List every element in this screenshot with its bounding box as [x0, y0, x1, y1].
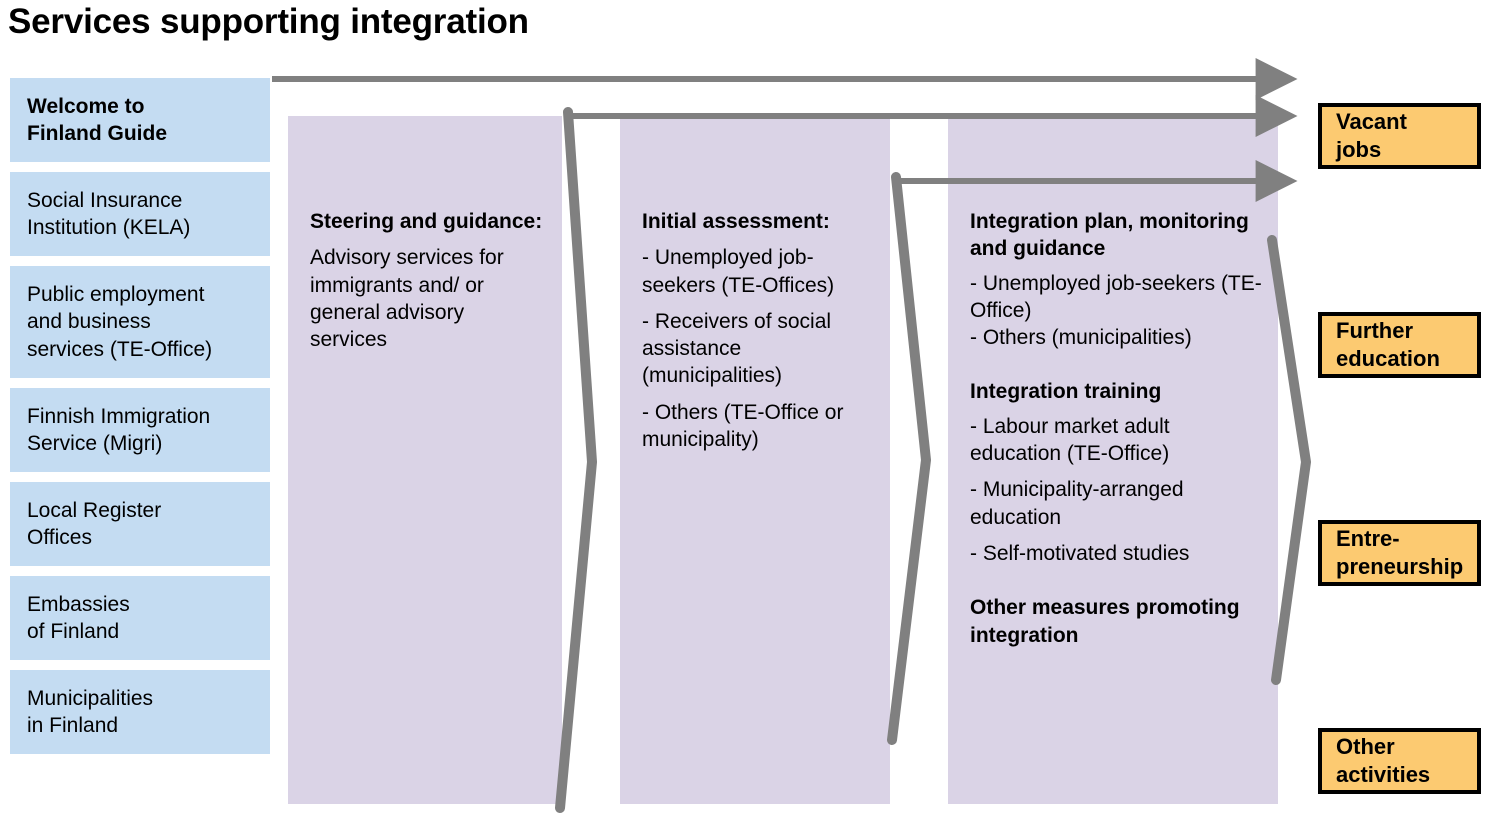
actor-line: Finnish Immigration	[27, 404, 211, 428]
actor-line: Public employment	[27, 282, 205, 306]
outcome-box-vacant-jobs[interactable]: Vacant jobs	[1318, 103, 1481, 169]
outcome-line: Further	[1336, 317, 1413, 343]
actor-line: Institution (KELA)	[27, 216, 191, 239]
page-title: Services supporting integration	[8, 2, 529, 41]
outcome-line: activities	[1336, 762, 1431, 787]
process-column-steering-and-guidance[interactable]: Steering and guidance: Advisory services…	[288, 116, 562, 804]
outcome-line: jobs	[1336, 137, 1382, 162]
actor-line: Welcome to	[27, 94, 145, 118]
actor-line: in Finland	[27, 714, 119, 737]
process-column-subheading: Other measures promoting integration	[970, 596, 1240, 647]
outcome-line: Vacant	[1336, 108, 1407, 134]
process-column-heading: Integration plan, monitoring and guidanc…	[970, 210, 1249, 261]
process-column-integration-plan[interactable]: Integration plan, monitoring and guidanc…	[948, 116, 1278, 804]
outcome-line: Other	[1336, 733, 1395, 759]
outcome-box-further-education[interactable]: Further education	[1318, 312, 1481, 378]
process-column-paragraph: - Unemployed job-seekers (TE-Offices)	[642, 246, 835, 297]
process-column-paragraph: - Labour market adult education (TE-Offi…	[970, 414, 1170, 466]
actor-list: Welcome to Finland Guide Social Insuranc…	[10, 78, 270, 764]
process-column-paragraph: - Unemployed job-seekers (TE-Office)	[970, 271, 1262, 322]
outcome-line: preneurship	[1336, 554, 1464, 579]
process-column-paragraph: - Self-motivated studies	[970, 541, 1190, 565]
outcome-box-other-activities[interactable]: Other activities	[1318, 728, 1481, 794]
actor-box-social-insurance-institution[interactable]: Social Insurance Institution (KELA)	[10, 172, 270, 256]
chevron-divider-2	[887, 172, 931, 745]
process-column-paragraph: - Receivers of social assistance (munici…	[642, 309, 832, 388]
process-column-paragraph: - Others (municipalities)	[970, 326, 1192, 350]
actor-box-finnish-immigration-service[interactable]: Finnish Immigration Service (Migri)	[10, 388, 270, 472]
outcome-box-entrepreneurship[interactable]: Entre- preneurship	[1318, 520, 1481, 586]
spacer	[970, 576, 1262, 594]
actor-line: and business	[27, 310, 151, 334]
outcome-line: Entre-	[1336, 525, 1400, 551]
actor-line: Service (Migri)	[27, 432, 163, 455]
actor-line: Municipalities	[27, 686, 154, 710]
actor-box-municipalities-in-finland[interactable]: Municipalities in Finland	[10, 670, 270, 754]
actor-box-embassies-of-finland[interactable]: Embassies of Finland	[10, 576, 270, 660]
actor-line: Offices	[27, 526, 92, 549]
process-column-paragraph: - Others (TE-Office or municipality)	[642, 400, 844, 452]
actor-line: Embassies	[27, 592, 130, 616]
actor-line: Finland Guide	[27, 122, 167, 145]
actor-line: Social Insurance	[27, 188, 183, 212]
process-column-subheading: Integration training	[970, 380, 1162, 404]
chevron-divider-1	[555, 107, 597, 813]
process-column-heading: Steering and guidance:	[310, 210, 543, 233]
actor-box-welcome-to-finland-guide[interactable]: Welcome to Finland Guide	[10, 78, 270, 162]
actor-box-local-register-offices[interactable]: Local Register Offices	[10, 482, 270, 566]
spacer	[970, 360, 1262, 378]
actor-line: Local Register	[27, 498, 162, 522]
process-column-initial-assessment[interactable]: Initial assessment: - Unemployed job-see…	[620, 116, 890, 804]
actor-line: services (TE-Office)	[27, 337, 213, 361]
process-column-heading: Initial assessment:	[642, 210, 830, 233]
actor-line: of Finland	[27, 620, 120, 643]
process-column-paragraph: - Municipality-arranged education	[970, 478, 1184, 529]
process-column-paragraph: Advisory services for immigrants and/ or…	[310, 246, 504, 352]
outcome-line: education	[1336, 346, 1440, 371]
actor-box-public-employment-services[interactable]: Public employment and business services …	[10, 266, 270, 378]
